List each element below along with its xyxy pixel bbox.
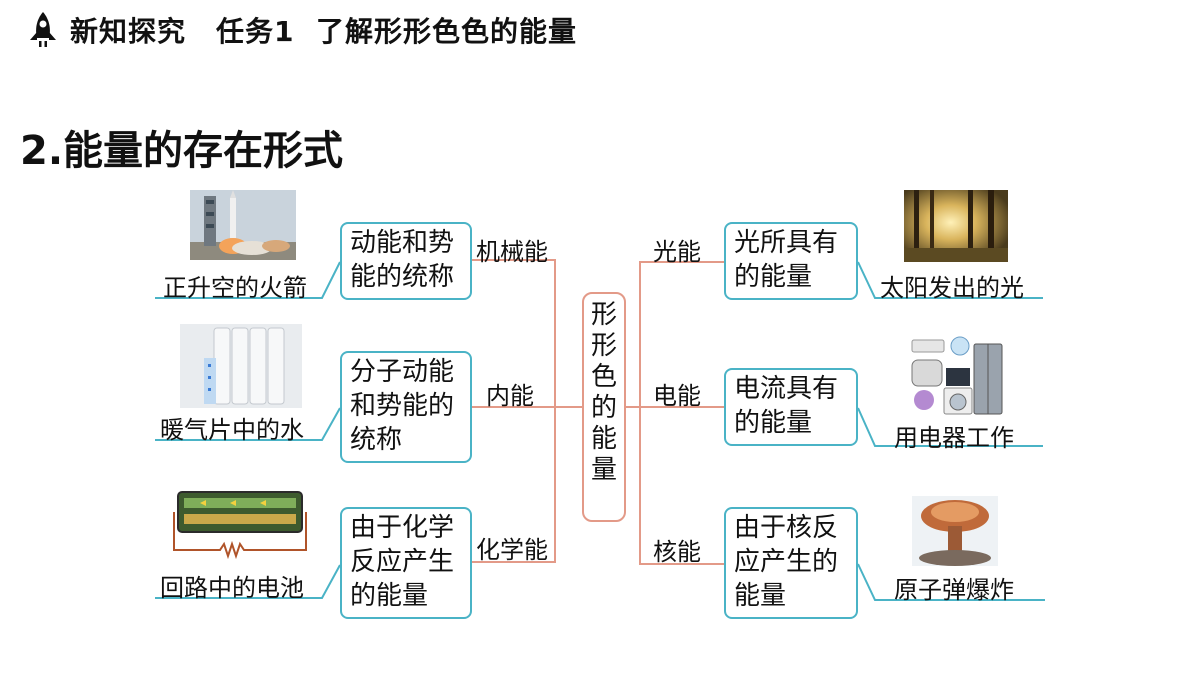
appliances-image: [906, 334, 1006, 416]
right-branches: [626, 261, 724, 565]
rocket-icon: [26, 10, 60, 50]
center-char: 量: [590, 455, 617, 485]
label-mechanical-energy: 机械能: [476, 238, 548, 266]
rocket-launch-image: [190, 190, 296, 260]
caption-sunlight: 太阳发出的光: [880, 274, 1024, 302]
section-title: 2.能量的存在形式: [20, 128, 344, 174]
center-box: 形 形 色 的 能 量: [582, 292, 626, 522]
label-light-energy: 光能: [653, 238, 701, 266]
header-section: 新知探究: [70, 15, 187, 48]
label-chemical-energy: 化学能: [476, 536, 548, 564]
nuclear-explosion-image: [912, 496, 998, 566]
center-char: 能: [590, 424, 617, 454]
desc-mechanical-energy: 动能和势能的统称: [340, 222, 472, 300]
center-char: 色: [590, 362, 617, 392]
caption-radiator: 暖气片中的水: [160, 416, 304, 444]
desc-light-energy: 光所具有的能量: [724, 222, 858, 300]
radiator-water-image: [180, 324, 302, 408]
left-branches: [472, 259, 582, 563]
caption-appliances: 用电器工作: [894, 424, 1014, 452]
center-char: 的: [590, 393, 617, 423]
header-task: 任务1: [216, 15, 295, 48]
label-nuclear-energy: 核能: [653, 538, 701, 566]
caption-battery: 回路中的电池: [160, 574, 304, 602]
label-electric-energy: 电能: [653, 382, 701, 410]
battery-circuit-image: [170, 490, 310, 560]
right-caption-lines: [857, 261, 1045, 601]
caption-nuclear-bomb: 原子弹爆炸: [894, 576, 1014, 604]
left-caption-lines: [155, 261, 341, 599]
header-task-title: 了解形形色色的能量: [316, 15, 578, 48]
center-char: 形: [590, 331, 617, 361]
desc-nuclear-energy: 由于核反应产生的能量: [724, 507, 858, 619]
center-char: 形: [590, 300, 617, 330]
desc-electric-energy: 电流具有的能量: [724, 368, 858, 446]
desc-chemical-energy: 由于化学反应产生的能量: [340, 507, 472, 619]
sunlight-forest-image: [904, 190, 1008, 262]
label-internal-energy: 内能: [486, 382, 534, 410]
header-title: 新知探究任务1 了解形形色色的能量: [70, 10, 577, 50]
caption-rocket: 正升空的火箭: [163, 274, 307, 302]
desc-internal-energy: 分子动能和势能的统称: [340, 351, 472, 463]
